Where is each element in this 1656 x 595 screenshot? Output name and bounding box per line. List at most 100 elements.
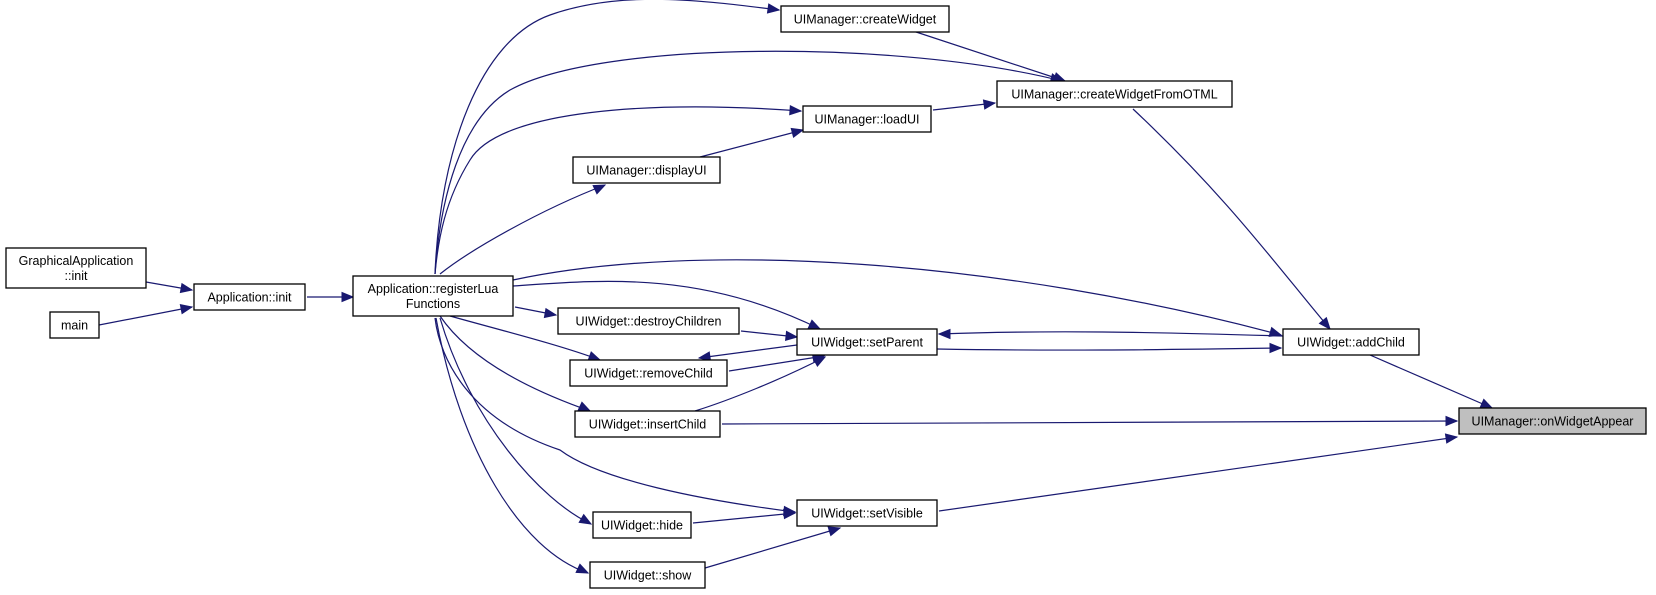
arrowhead	[807, 319, 822, 330]
node-label: Application::registerLua	[368, 282, 499, 296]
edge-setParent-to-addChild	[938, 331, 1284, 337]
node-label: UIWidget::show	[604, 569, 693, 583]
arrowhead	[1479, 398, 1494, 409]
arrowhead	[179, 282, 194, 294]
node-show[interactable]: UIWidget::show	[589, 561, 706, 589]
edge-addChild-to-createWidgetFromOTML	[1132, 108, 1331, 330]
node-box	[49, 311, 100, 339]
node-box	[1282, 328, 1420, 356]
edge-displayUI-to-registerLua	[439, 184, 606, 275]
node-target[interactable]: UIManager::onWidgetAppear	[1458, 407, 1647, 435]
arrowhead	[783, 508, 797, 520]
node-appInit[interactable]: Application::init	[193, 283, 306, 311]
edge-setParent-to-registerLua	[512, 280, 821, 330]
node-label: Functions	[406, 297, 460, 311]
node-createWidget[interactable]: UIManager::createWidget	[780, 5, 950, 33]
edge-setVisible-to-registerLua	[434, 317, 796, 513]
node-label: UIWidget::setParent	[811, 336, 923, 350]
node-setVisible[interactable]: UIWidget::setVisible	[796, 499, 938, 527]
edge-createWidget-to-registerLua	[434, 0, 780, 275]
arrowhead	[1445, 415, 1459, 427]
node-label: UIManager::createWidgetFromOTML	[1011, 88, 1217, 102]
edge-target-to-insertChild	[721, 420, 1458, 425]
node-main[interactable]: main	[49, 311, 100, 339]
arrowhead	[785, 330, 799, 342]
node-label: UIWidget::removeChild	[584, 367, 713, 381]
arrowhead	[766, 3, 781, 14]
node-box	[557, 307, 740, 335]
arrowhead	[1444, 433, 1459, 444]
edge-loadUI-to-registerLua	[434, 106, 802, 275]
edge-setParent-to-insertChild	[694, 356, 826, 412]
node-label: UIManager::onWidgetAppear	[1472, 415, 1634, 429]
arrowhead	[575, 563, 590, 574]
node-box	[796, 499, 938, 527]
node-addChild[interactable]: UIWidget::addChild	[1282, 328, 1420, 356]
edges-layer	[98, 0, 1494, 574]
node-box	[352, 275, 514, 317]
edge-addChild-to-setParent	[936, 347, 1282, 351]
arrowhead	[1268, 326, 1283, 337]
arrowhead	[341, 291, 355, 303]
node-label: main	[61, 319, 88, 333]
arrowhead	[937, 328, 951, 340]
arrowhead	[982, 99, 997, 110]
node-label: UIManager::loadUI	[815, 113, 920, 127]
node-displayUI[interactable]: UIManager::displayUI	[572, 156, 721, 184]
arrowhead	[592, 184, 607, 195]
node-setParent[interactable]: UIWidget::setParent	[796, 328, 938, 356]
node-box	[996, 80, 1233, 108]
node-removeChild[interactable]: UIWidget::removeChild	[569, 359, 728, 387]
node-label: UIWidget::hide	[601, 519, 683, 533]
arrowhead	[789, 104, 803, 116]
edge-setVisible-to-hide	[692, 512, 796, 524]
node-box	[780, 5, 950, 33]
arrowhead	[179, 304, 194, 315]
node-box	[796, 328, 938, 356]
edge-insertChild-to-registerLua	[439, 315, 591, 412]
arrowhead	[1318, 316, 1331, 331]
arrowhead	[577, 401, 592, 412]
node-label: UIWidget::addChild	[1297, 336, 1405, 350]
edge-removeChild-to-setParent	[698, 344, 798, 359]
node-box	[193, 283, 306, 311]
node-box	[802, 105, 932, 133]
arrowhead	[812, 356, 827, 368]
arrowhead	[543, 307, 558, 319]
node-box	[1458, 407, 1647, 435]
edge-target-to-setVisible	[938, 436, 1458, 512]
edge-loadUI-to-displayUI	[699, 129, 804, 158]
node-box	[569, 359, 728, 387]
edge-createWidgetFromOTML-to-registerLua	[434, 50, 1063, 275]
node-label: UIManager::displayUI	[586, 164, 706, 178]
arrowhead	[790, 127, 805, 139]
arrowhead	[827, 526, 842, 537]
node-loadUI[interactable]: UIManager::loadUI	[802, 105, 932, 133]
edge-appInit-to-main	[98, 306, 193, 326]
node-box	[592, 511, 692, 539]
edge-removeChild-to-registerLua	[449, 315, 601, 361]
node-label: Application::init	[207, 291, 292, 305]
node-label: UIWidget::destroyChildren	[576, 315, 722, 329]
node-box	[5, 247, 147, 289]
arrowhead	[578, 513, 593, 525]
node-box	[589, 561, 706, 589]
node-label: ::init	[65, 269, 88, 283]
edge-setParent-to-removeChild	[728, 355, 825, 372]
node-destroyChildren[interactable]: UIWidget::destroyChildren	[557, 307, 740, 335]
node-createWidgetFromOTML[interactable]: UIManager::createWidgetFromOTML	[996, 80, 1233, 108]
node-box	[574, 410, 721, 438]
node-gfxInit[interactable]: GraphicalApplication::init	[5, 247, 147, 289]
node-hide[interactable]: UIWidget::hide	[592, 511, 692, 539]
node-label: GraphicalApplication	[19, 254, 134, 268]
edge-show-to-registerLua	[435, 317, 589, 574]
node-label: UIWidget::setVisible	[811, 507, 923, 521]
node-insertChild[interactable]: UIWidget::insertChild	[574, 410, 721, 438]
nodes-layer: UIManager::onWidgetAppear UIManager::crea…	[5, 5, 1647, 589]
edge-addChild-to-registerLua	[512, 259, 1282, 336]
edge-createWidgetFromOTML-to-createWidget	[909, 29, 1066, 82]
node-label: UIWidget::insertChild	[589, 418, 706, 432]
edge-hide-to-registerLua	[439, 317, 592, 525]
